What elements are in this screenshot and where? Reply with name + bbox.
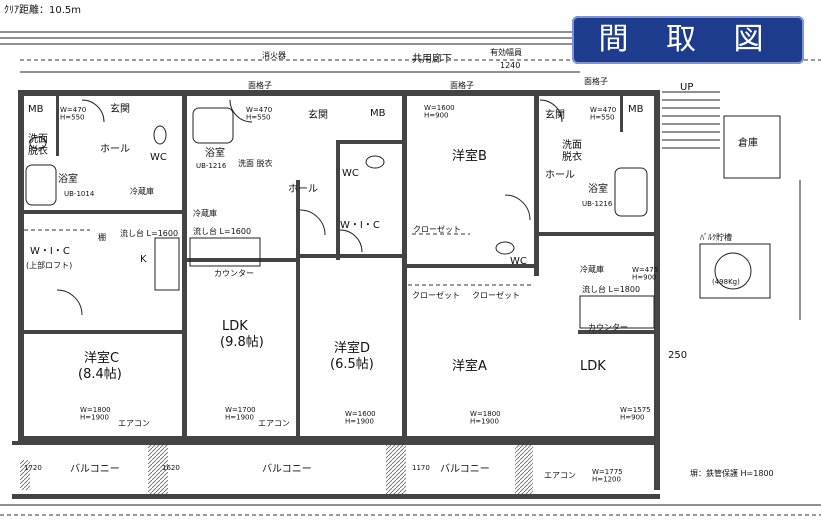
menkoushi-label-2: 面格子	[450, 80, 474, 90]
corridor-label: 共用廊下	[412, 52, 452, 65]
reizoko-label-1: 冷蔵庫	[130, 186, 154, 196]
title-badge: 間 取 図	[572, 16, 804, 64]
page-title: 間 取 図	[598, 22, 778, 57]
hall-label-1: ホール	[100, 143, 130, 155]
wc-label-1: WC	[150, 152, 167, 163]
mb-label-1: MB	[28, 104, 44, 115]
senmen-datsui-label-2: 洗面 脱衣	[238, 158, 273, 168]
senmen-label-3: 洗面	[562, 139, 582, 151]
tank-box	[699, 243, 771, 299]
yokushitsu-label-2: 浴室	[205, 146, 225, 159]
tank-circle	[714, 252, 752, 290]
interior-walls	[22, 96, 654, 436]
balcony-label-2: バルコニー	[262, 463, 312, 475]
balcony-partitions	[20, 445, 533, 494]
aircon-label-3: エアコン	[544, 471, 576, 480]
bathtubs	[25, 107, 648, 217]
menkoushi-label-1: 面格子	[248, 80, 272, 90]
room-c-size: (8.4帖)	[78, 367, 122, 382]
balcony-label-3: バルコニー	[440, 463, 490, 475]
wic-label-2: W・I・C	[340, 220, 380, 231]
genkan-label-2: 玄関	[308, 108, 328, 121]
datsui-label-3: 脱衣	[562, 150, 582, 163]
ldk-right-name: LDK	[580, 359, 606, 374]
top-left-note: ｸﾘｱ距離：10.5m	[4, 3, 81, 16]
effective-width-label: 有効幅員	[490, 47, 522, 57]
datsui-label-1: 脱衣	[28, 144, 48, 157]
dim-1620: 1620	[162, 464, 180, 472]
mb-label-2: MB	[370, 108, 386, 119]
doors	[56, 99, 563, 316]
tank-size: (498Kg)	[712, 278, 740, 286]
genkan-label-3: 玄関	[545, 108, 565, 121]
closet-label-b: クローゼット	[413, 224, 461, 234]
closet-label-a1: クローゼット	[412, 290, 460, 300]
reizoko-label-3: 冷蔵庫	[580, 264, 604, 274]
room-a-name: 洋室A	[452, 358, 487, 374]
kitchens	[154, 237, 655, 329]
senmen-label-1: 洗面	[28, 133, 48, 145]
hall-label-2: ホール	[288, 183, 318, 195]
wic-label-1: W・I・C	[30, 246, 70, 257]
wic-loft-label: (上部ロフト)	[26, 260, 72, 270]
yokushitsu-label-3: 浴室	[588, 182, 608, 195]
toilets	[29, 125, 515, 255]
dim-1720: 1720	[24, 464, 42, 472]
wc-label-3: WC	[510, 256, 527, 267]
room-d-size: (6.5帖)	[330, 357, 374, 372]
dim-1170: 1170	[412, 464, 430, 472]
storage-label: 倉庫	[738, 136, 758, 149]
room-b-name: 洋室B	[452, 148, 487, 164]
wc-label-2: WC	[342, 168, 359, 179]
sink-label-2: 流し台 L=1600	[193, 226, 251, 236]
sink-label-3: 流し台 L=1800	[582, 284, 640, 294]
genkan-label-1: 玄関	[110, 102, 130, 115]
reizoko-label-2: 冷蔵庫	[193, 208, 217, 218]
aircon-label-2: エアコン	[258, 419, 290, 428]
up-label: UP	[680, 82, 693, 93]
tana-label: 棚	[98, 232, 106, 242]
ub-label-1: UB-1014	[64, 190, 95, 198]
tank-label: ﾊﾞﾙｸ貯槽	[700, 232, 732, 242]
fence-label: 塀：鉄管保護 H=1800	[690, 468, 774, 478]
mb-label-3: MB	[628, 104, 644, 115]
room-c-name: 洋室C	[84, 350, 119, 366]
hall-label-3: ホール	[545, 169, 575, 181]
outer-walls	[12, 90, 660, 499]
aircon-label-1: エアコン	[118, 419, 150, 428]
closet-label-a2: クローゼット	[472, 290, 520, 300]
ldk-mid-size: (9.8帖)	[220, 335, 264, 350]
counter-label-2: カウンター	[588, 323, 628, 332]
counter-label-1: カウンター	[214, 269, 254, 278]
dim-250: 250	[668, 350, 687, 361]
effective-width-value: 1240	[500, 61, 520, 70]
balcony-label-1: バルコニー	[70, 463, 120, 475]
sink-label-1: 流し台 L=1600	[120, 228, 178, 238]
storage-box	[723, 115, 781, 179]
room-d-name: 洋室D	[334, 340, 370, 356]
k-label: K	[140, 254, 147, 265]
stairs	[662, 91, 720, 149]
ub-label-3: UB-1216	[582, 200, 613, 208]
ub-label-2: UB-1216	[196, 162, 227, 170]
closets	[24, 229, 534, 286]
site-boundary	[0, 31, 821, 516]
yokushitsu-label-1: 浴室	[58, 172, 78, 185]
fire-extinguisher-label: 消火器	[262, 50, 286, 60]
ldk-mid-name: LDK	[222, 319, 248, 334]
menkoushi-label-3: 面格子	[584, 76, 608, 86]
